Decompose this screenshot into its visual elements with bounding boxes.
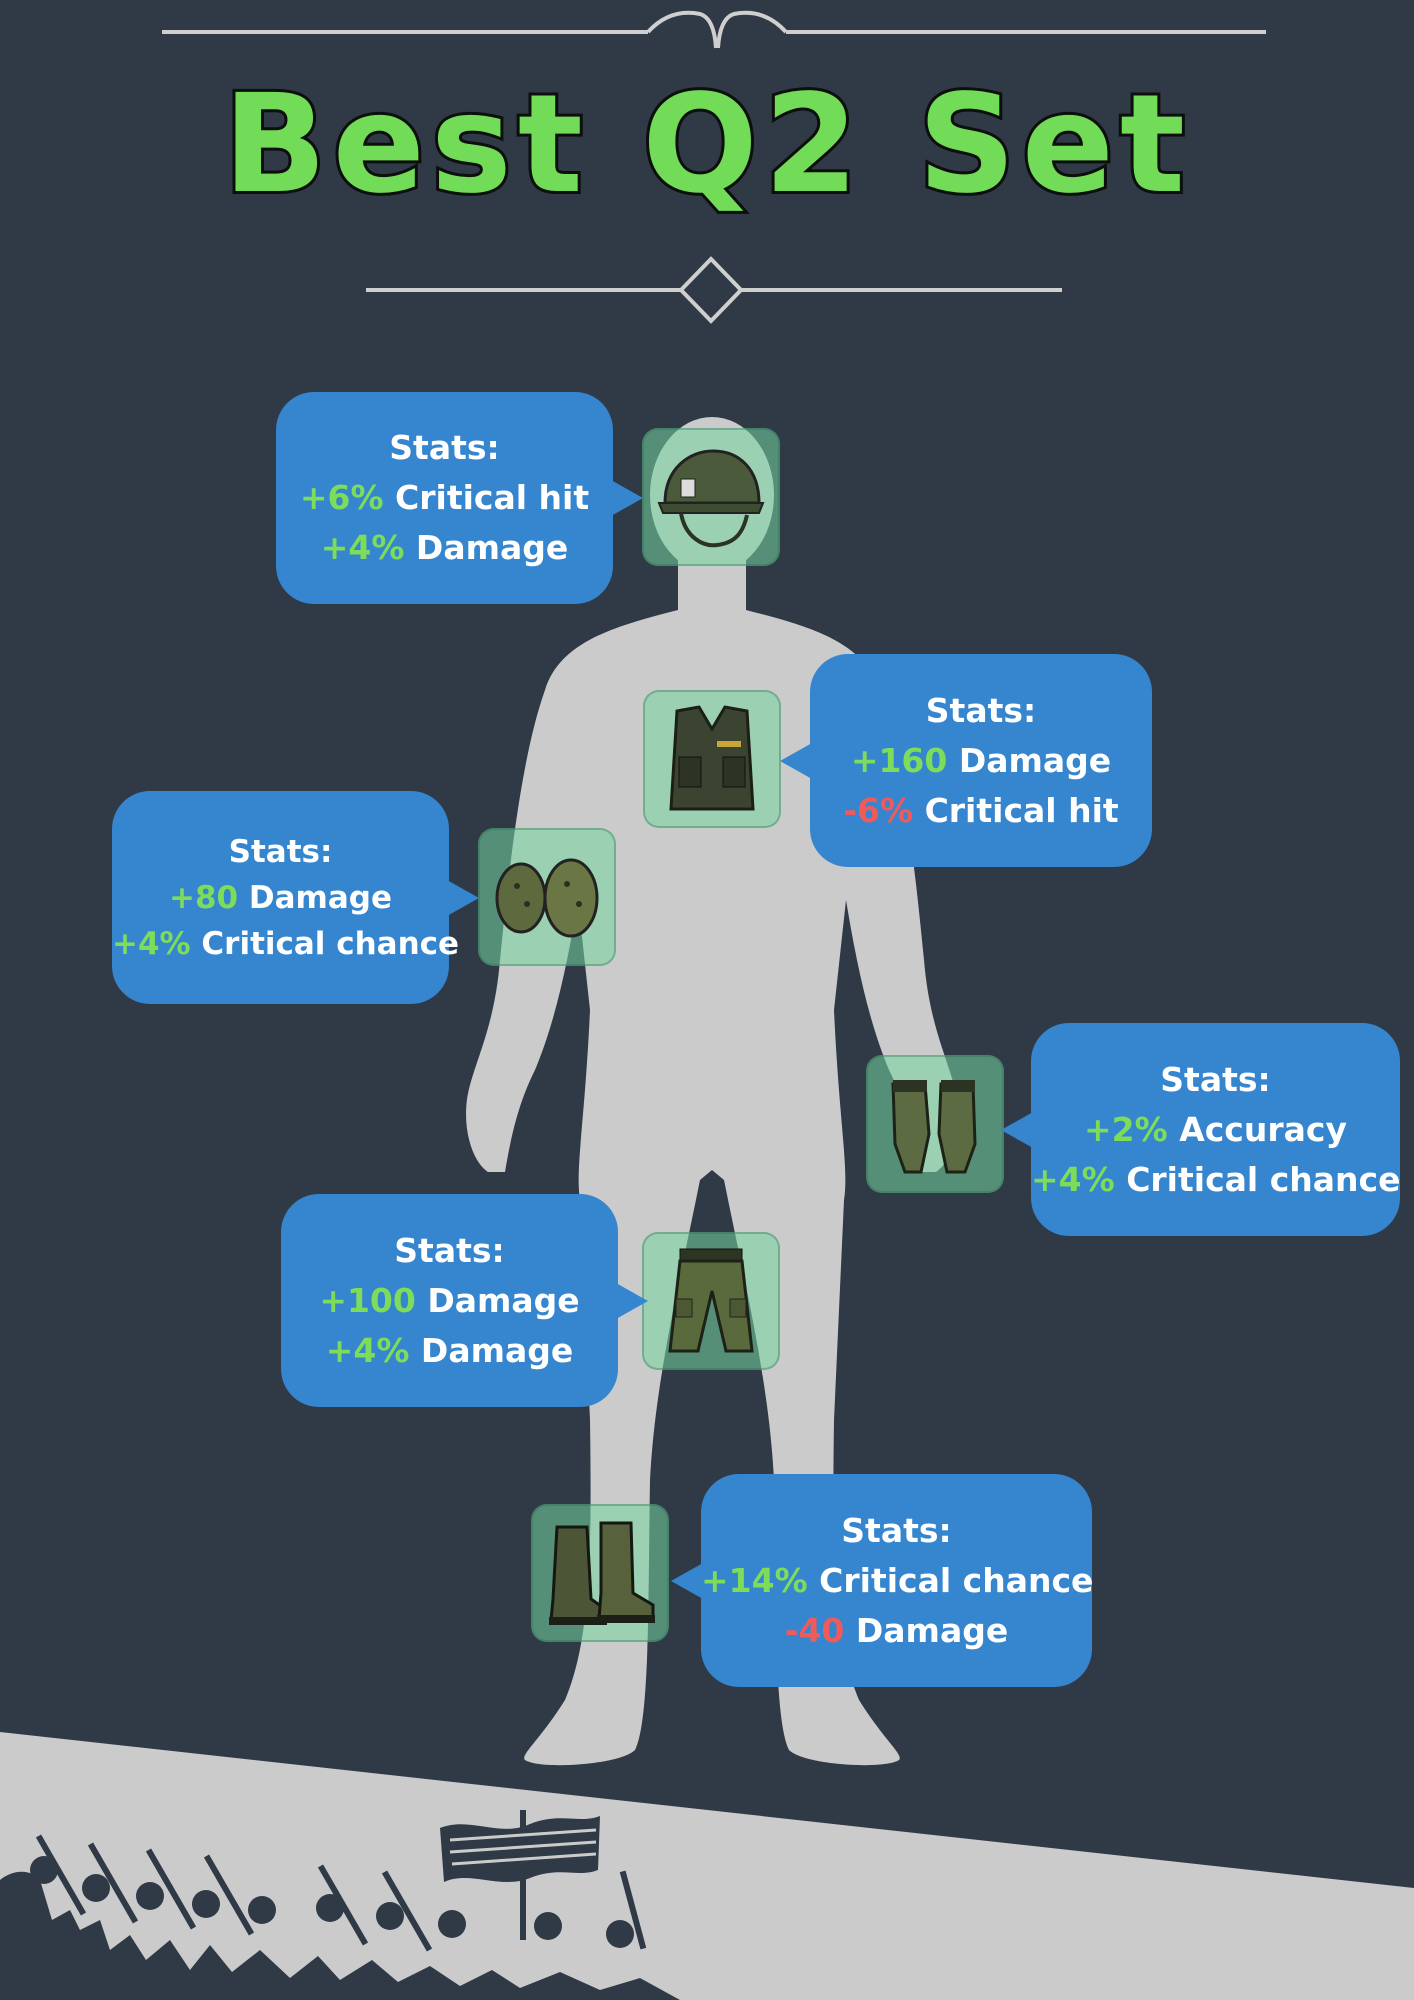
stat-row: +4% Critical chance (112, 921, 459, 967)
stat-value: -40 (784, 1610, 845, 1650)
kneepads-stats-card: Stats: +80 Damage +4% Critical chance (112, 791, 479, 1004)
stat-row: +4% Damage (276, 523, 613, 573)
pants-slot[interactable] (642, 1232, 780, 1370)
callout-pointer (671, 1562, 703, 1599)
callout-pointer (616, 1282, 648, 1319)
gloves-stats-card: Stats: +2% Accuracy +4% Critical chance (1001, 1023, 1400, 1236)
stat-label: Damage (420, 1330, 574, 1370)
callout-pointer (611, 480, 643, 516)
boots-icon (549, 1521, 655, 1625)
stat-value: +2% (1084, 1109, 1168, 1149)
pants-icon (668, 1248, 754, 1353)
callout-pointer (447, 879, 479, 916)
stat-row: +2% Accuracy (1031, 1105, 1400, 1155)
pants-stats-card: Stats: +100 Damage +4% Damage (281, 1194, 648, 1407)
stat-label: Critical hit (924, 790, 1119, 830)
stat-label: Accuracy (1179, 1109, 1347, 1149)
marching-soldiers-banner (0, 1732, 1414, 2000)
stat-value: +4% (1031, 1159, 1115, 1199)
stats-heading: Stats: (925, 690, 1037, 730)
stats-heading: Stats: (841, 1510, 952, 1550)
stat-row: +80 Damage (112, 875, 449, 921)
stat-row: +14% Critical chance (701, 1556, 1094, 1606)
stat-row: -40 Damage (701, 1606, 1092, 1656)
stats-heading: Stats: (389, 428, 500, 467)
stat-label: Damage (427, 1280, 580, 1320)
stat-value: +4% (325, 1330, 410, 1370)
kneepads-icon (495, 858, 599, 938)
callout-pointer (1001, 1111, 1033, 1148)
stat-value: +4% (112, 925, 191, 962)
top-ornament (162, 10, 1266, 49)
gloves-icon (891, 1080, 977, 1174)
page-title: Best Q2 Set (220, 66, 1191, 224)
stat-label: Damage (248, 879, 392, 916)
flag-icon (440, 1816, 600, 1882)
stat-label: Damage (958, 740, 1112, 780)
helmet-slot[interactable] (642, 428, 780, 566)
stat-label: Damage (415, 528, 569, 567)
stat-value: +100 (319, 1280, 416, 1320)
helmet-icon (657, 449, 765, 548)
stats-heading: Stats: (394, 1230, 505, 1270)
callout-pointer (780, 742, 812, 779)
boots-slot[interactable] (531, 1504, 669, 1642)
stat-value: +6% (299, 478, 384, 517)
stat-value: +80 (168, 879, 239, 916)
boots-stats-card: Stats: +14% Critical chance -40 Damage (671, 1474, 1094, 1687)
vest-slot[interactable] (643, 690, 781, 828)
gloves-slot[interactable] (866, 1055, 1004, 1193)
stats-heading: Stats: (1160, 1059, 1271, 1099)
stat-value: +4% (320, 528, 405, 567)
stat-label: Critical hit (395, 478, 590, 517)
vest-icon (669, 705, 755, 811)
stat-row: +4% Critical chance (1031, 1155, 1400, 1205)
stat-label: Damage (855, 1610, 1009, 1650)
stat-row: +100 Damage (281, 1276, 618, 1326)
stat-label: Critical chance (819, 1560, 1094, 1600)
vest-stats-card: Stats: +160 Damage -6% Critical hit (780, 654, 1152, 867)
kneepads-slot[interactable] (478, 828, 616, 966)
stat-value: -6% (843, 790, 914, 830)
title-divider (366, 256, 1062, 324)
stat-label: Critical chance (201, 925, 460, 962)
stat-row: -6% Critical hit (810, 786, 1152, 836)
stat-value: +14% (701, 1560, 808, 1600)
stat-label: Critical chance (1126, 1159, 1401, 1199)
stat-row: +160 Damage (810, 736, 1152, 786)
stat-value: +160 (850, 740, 948, 780)
stat-row: +4% Damage (281, 1326, 618, 1376)
stats-heading: Stats: (228, 833, 333, 870)
stat-row: +6% Critical hit (276, 473, 613, 523)
helmet-stats-card: Stats: +6% Critical hit +4% Damage (276, 392, 643, 604)
